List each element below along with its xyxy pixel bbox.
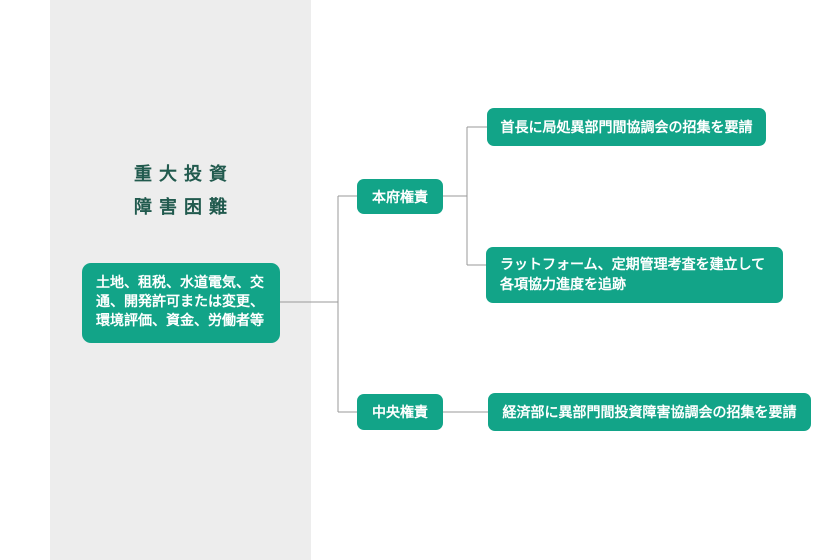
root-node-line-1: 土地、租税、水道電気、交 xyxy=(96,275,264,291)
leaf-node-ministry-coordination: 経済部に異部門間投資障害協調会の招集を要請 xyxy=(488,393,811,431)
leaf-node-platform-tracking: ラットフォーム、定期管理考査を建立して 各項協力進度を追跡 xyxy=(486,247,783,303)
leaf-node-mayor-coordination-label: 首長に局処異部門間協調会の招集を要請 xyxy=(500,120,753,136)
leaf-node-ministry-coordination-label: 経済部に異部門間投資障害協調会の招集を要請 xyxy=(502,405,797,421)
leaf-node-platform-tracking-line-2: 各項協力進度を追跡 xyxy=(500,277,626,293)
branch-node-local-authority: 本府権責 xyxy=(357,179,443,214)
branch-node-central-authority: 中央権責 xyxy=(357,394,443,430)
branch-node-central-label: 中央権責 xyxy=(372,405,428,421)
root-node-line-3: 環境評価、資金、労働者等 xyxy=(96,313,264,329)
diagram-title-line-1: 重大投資 xyxy=(134,164,234,185)
leaf-node-mayor-coordination: 首長に局処異部門間協調会の招集を要請 xyxy=(487,108,766,146)
root-node-line-2: 通、開発許可または変更、 xyxy=(96,294,264,310)
root-node: 土地、租税、水道電気、交 通、開発許可または変更、 環境評価、資金、労働者等 xyxy=(82,263,280,343)
diagram-title-line-2: 障害困難 xyxy=(134,197,234,218)
leaf-node-platform-tracking-line-1: ラットフォーム、定期管理考査を建立して xyxy=(500,257,766,273)
diagram-title: 重大投資 障害困難 xyxy=(50,158,311,224)
branch-node-local-label: 本府権責 xyxy=(372,189,428,206)
